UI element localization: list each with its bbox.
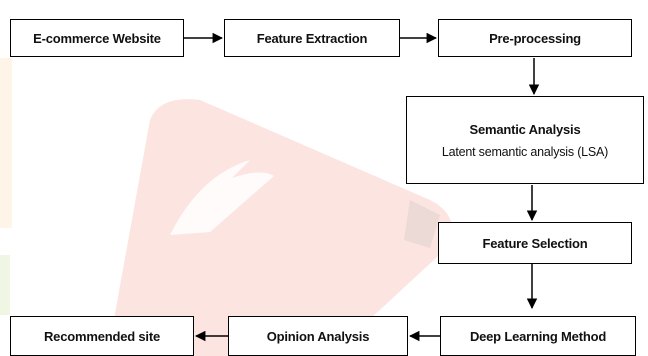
node-label: Deep Learning Method: [469, 328, 607, 344]
node-detail: Latent semantic analysis (LSA): [441, 144, 609, 159]
node-feature-extraction: Feature Extraction: [224, 19, 400, 57]
node-ecommerce-website: E-commerce Website: [10, 19, 184, 57]
node-deep-learning-method: Deep Learning Method: [440, 316, 636, 356]
node-semantic-analysis: Semantic Analysis Latent semantic analys…: [406, 96, 644, 184]
node-label: Recommended site: [43, 328, 160, 344]
node-opinion-analysis: Opinion Analysis: [228, 316, 408, 356]
node-recommended-site: Recommended site: [10, 316, 194, 356]
node-label: E-commerce Website: [33, 30, 161, 46]
node-label: Pre-processing: [489, 30, 581, 46]
node-feature-selection: Feature Selection: [438, 222, 632, 264]
node-label: Semantic Analysis: [469, 121, 581, 137]
node-label: Opinion Analysis: [266, 328, 370, 344]
node-label: Feature Selection: [482, 235, 588, 251]
node-pre-processing: Pre-processing: [438, 19, 632, 57]
node-label: Feature Extraction: [256, 30, 368, 46]
